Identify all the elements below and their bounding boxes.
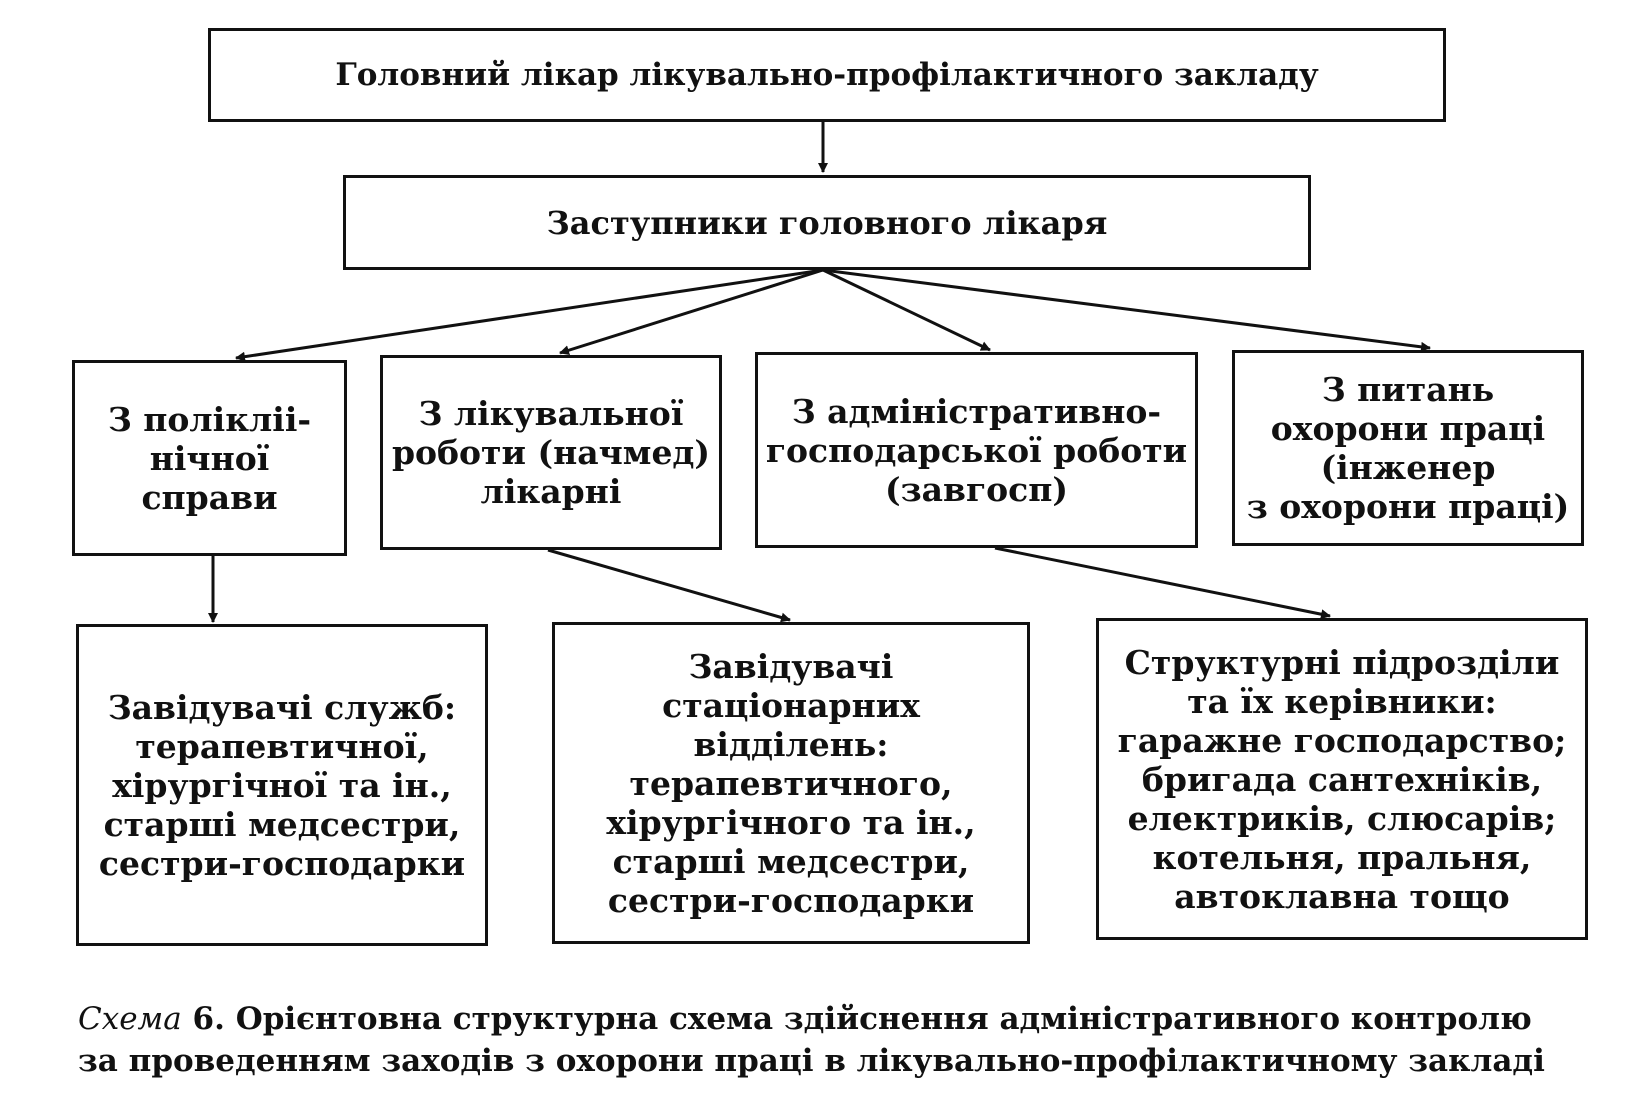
- service-heads-box: Завідувачі служб: терапевтичної, хірургі…: [76, 624, 488, 946]
- deputies-box: Заступники головного лікаря: [343, 175, 1311, 270]
- ward-heads-box: Завідувачі стаціонарних відділень: терап…: [552, 622, 1030, 944]
- structural-units-label: Структурні підрозділи та їх керівники: г…: [1117, 642, 1567, 916]
- caption-text-1: . Орієнтовна структурна схема здійснення…: [214, 1001, 1532, 1037]
- caption-label: Схема: [78, 1001, 182, 1037]
- caption-line-2: за проведенням заходів з охорони праці в…: [78, 1043, 1545, 1079]
- arrow-medical-to-wards: [547, 548, 791, 623]
- deputy-medical-box: З лікувальної роботи (начмед) лікарні: [380, 355, 722, 550]
- arrow-deputies-to-admin: [822, 268, 991, 352]
- arrow-deputies-to-polyclinic: [235, 268, 824, 362]
- structural-units-box: Структурні підрозділи та їх керівники: г…: [1096, 618, 1588, 940]
- deputy-polyclinic-box: З полікліі- нічної справи: [72, 360, 347, 556]
- arrow-admin-to-structural-units: [994, 546, 1331, 620]
- chief-doctor-label: Головний лікар лікувально-профілактичног…: [335, 57, 1319, 93]
- caption-line-1: Схема 6. Орієнтовна структурна схема зді…: [78, 998, 1618, 1040]
- deputies-label: Заступники головного лікаря: [546, 203, 1108, 242]
- deputy-admin-label: З адміністративно- господарської роботи …: [765, 391, 1188, 509]
- caption-number: 6: [192, 1001, 215, 1037]
- deputy-labor-safety-label: З питань охорони праці (інженер з охорон…: [1246, 370, 1570, 526]
- chief-doctor-box: Головний лікар лікувально-профілактичног…: [208, 28, 1446, 122]
- deputy-medical-label: З лікувальної роботи (начмед) лікарні: [391, 394, 711, 511]
- ward-heads-label: Завідувачі стаціонарних відділень: терап…: [606, 646, 976, 920]
- deputy-polyclinic-label: З полікліі- нічної справи: [107, 399, 312, 517]
- service-heads-label: Завідувачі служб: терапевтичної, хірургі…: [98, 687, 466, 883]
- deputy-labor-safety-box: З питань охорони праці (інженер з охорон…: [1232, 350, 1584, 546]
- arrow-deputies-to-medical: [559, 268, 824, 356]
- deputy-admin-box: З адміністративно- господарської роботи …: [755, 352, 1198, 548]
- arrow-deputies-to-labor-safety: [822, 268, 1431, 352]
- figure-caption: Схема 6. Орієнтовна структурна схема зді…: [78, 998, 1618, 1082]
